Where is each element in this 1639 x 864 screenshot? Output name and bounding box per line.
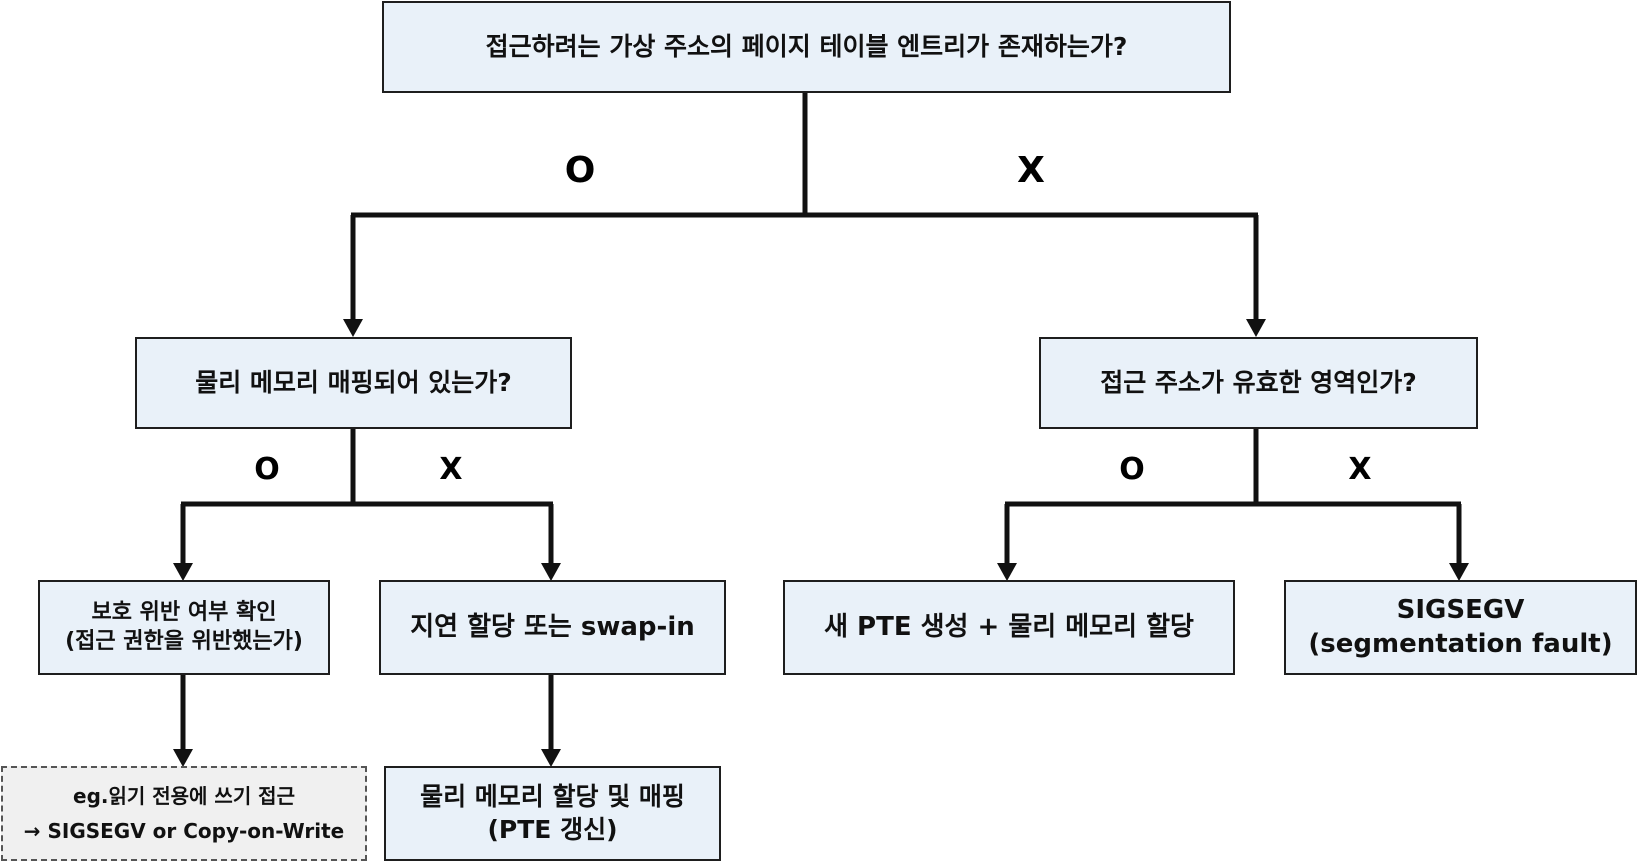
- valid-question-text: 접근 주소가 유효한 영역인가?: [1100, 367, 1417, 397]
- arrowhead-mapped: [343, 319, 363, 337]
- root-yes-label: O: [564, 150, 596, 191]
- mapped-question-text: 물리 메모리 매핑되어 있는가?: [195, 367, 512, 397]
- root-question-text: 접근하려는 가상 주소의 페이지 테이블 엔트리가 존재하는가?: [485, 31, 1128, 61]
- arrowhead-valid: [1246, 319, 1266, 337]
- valid-no-label: X: [1348, 452, 1372, 487]
- example-note-box: eg.읽기 전용에 쓰기 접근 → SIGSEGV or Copy-on-Wri…: [1, 766, 367, 861]
- lazy-alloc-box: 지연 할당 또는 swap-in: [379, 580, 726, 675]
- alloc-map-box: 물리 메모리 할당 및 매핑 (PTE 갱신): [384, 766, 721, 861]
- arrowhead-protection: [173, 563, 193, 581]
- protection-check-box: 보호 위반 여부 확인 (접근 권한을 위반했는가): [38, 580, 330, 675]
- alloc-map-line2: (PTE 갱신): [487, 814, 618, 844]
- protection-check-line1: 보호 위반 여부 확인: [91, 599, 277, 625]
- root-no-label: X: [1017, 150, 1045, 191]
- example-note-line1: eg.읽기 전용에 쓰기 접근: [73, 783, 295, 808]
- mapped-question-box: 물리 메모리 매핑되어 있는가?: [135, 337, 572, 429]
- sigsegv-line1: SIGSEGV: [1396, 594, 1525, 625]
- alloc-map-line1: 물리 메모리 할당 및 매핑: [420, 782, 685, 811]
- sigsegv-box: SIGSEGV (segmentation fault): [1284, 580, 1637, 675]
- valid-question-box: 접근 주소가 유효한 영역인가?: [1039, 337, 1478, 429]
- arrowhead-lazy: [541, 563, 561, 581]
- new-pte-box: 새 PTE 생성 + 물리 메모리 할당: [783, 580, 1235, 675]
- mapped-no-label: X: [439, 452, 463, 487]
- arrowhead-allocmap: [541, 749, 561, 767]
- new-pte-text: 새 PTE 생성 + 물리 메모리 할당: [824, 611, 1194, 642]
- mapped-yes-label: O: [254, 452, 280, 487]
- root-question-box: 접근하려는 가상 주소의 페이지 테이블 엔트리가 존재하는가?: [382, 1, 1231, 93]
- example-note-line2: → SIGSEGV or Copy-on-Write: [23, 818, 345, 843]
- arrowhead-note: [173, 749, 193, 767]
- protection-check-line2: (접근 권한을 위반했는가): [65, 628, 303, 654]
- sigsegv-line2: (segmentation fault): [1308, 628, 1613, 659]
- arrowhead-sigsegv: [1449, 563, 1469, 581]
- arrowhead-newpte: [997, 563, 1017, 581]
- lazy-alloc-text: 지연 할당 또는 swap-in: [410, 611, 695, 642]
- valid-yes-label: O: [1119, 452, 1145, 487]
